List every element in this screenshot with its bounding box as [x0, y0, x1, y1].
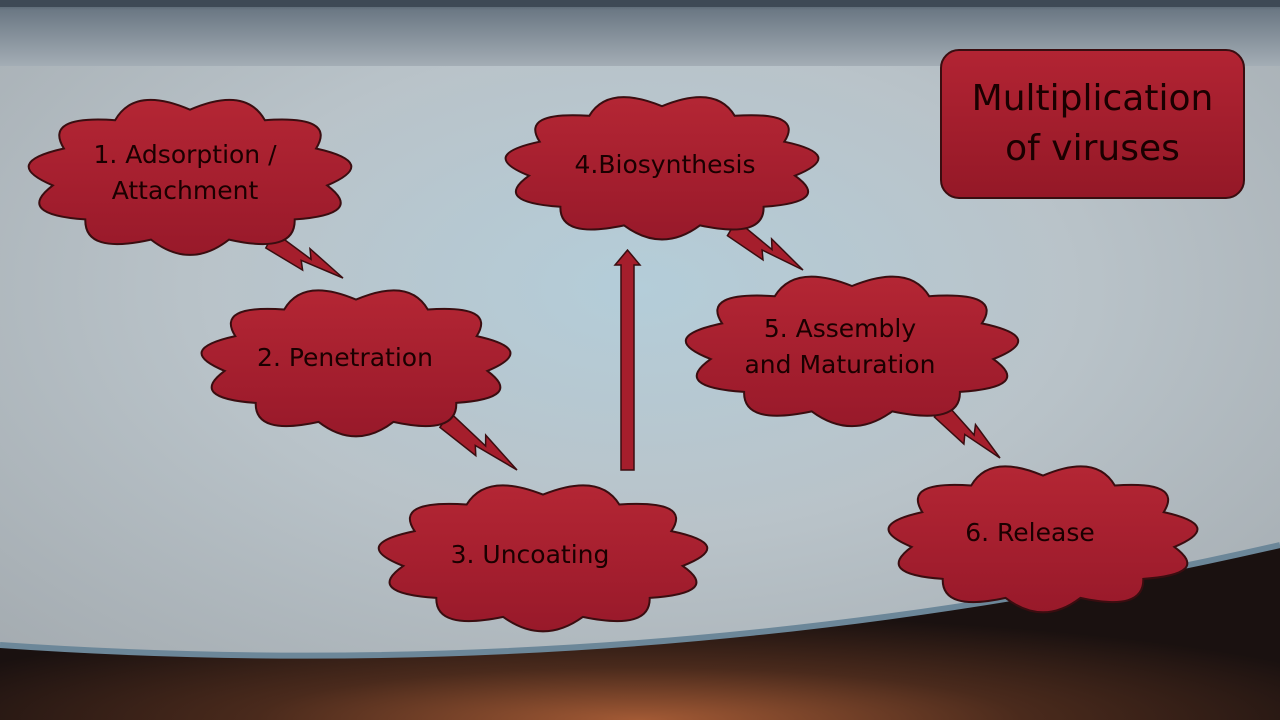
- connector-2-to-3: [438, 411, 518, 471]
- clouds: [27, 96, 1199, 633]
- cloud-biosynthesis: [504, 96, 820, 241]
- cloud-assembly: [685, 275, 1019, 428]
- arrow-up: [613, 248, 642, 471]
- cloud-uncoating: [377, 484, 709, 633]
- connector-4-to-5: [726, 219, 804, 271]
- step-label-biosynthesis: 4.Biosynthesis: [574, 150, 756, 179]
- step-label-adsorption: 1. Adsorption / Attachment: [93, 140, 277, 205]
- step-label-penetration: 2. Penetration: [257, 343, 433, 372]
- cloud-penetration: [200, 289, 512, 438]
- top-band-edge: [0, 0, 1280, 7]
- step-label-uncoating: 3. Uncoating: [450, 540, 610, 569]
- connector-5-to-6: [933, 401, 1001, 459]
- bottom-band: [0, 545, 1280, 720]
- title-box: [940, 49, 1245, 199]
- cloud-release: [887, 465, 1199, 614]
- connector-1-to-2: [264, 230, 344, 279]
- connectors: [264, 219, 1001, 471]
- cloud-adsorption: [27, 98, 353, 256]
- diagram-title: Multiplication of viruses: [971, 78, 1214, 169]
- step-label-release: 6. Release: [965, 518, 1095, 547]
- step-label-assembly: 5. Assembly and Maturation: [744, 314, 936, 379]
